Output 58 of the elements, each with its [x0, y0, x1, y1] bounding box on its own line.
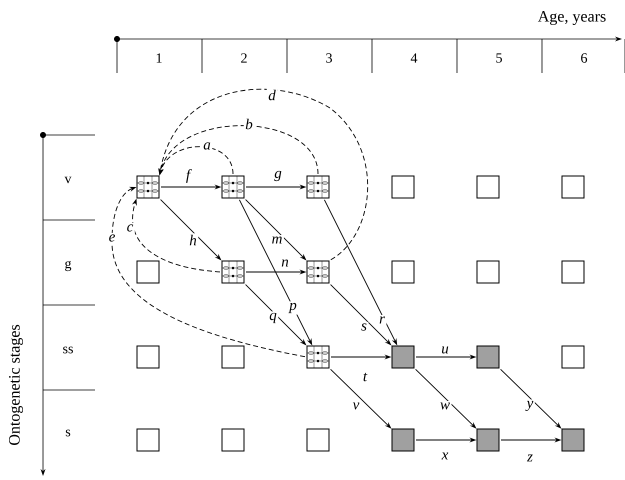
empty-box — [562, 346, 584, 368]
patterned-box — [306, 260, 330, 284]
tick-label: 6 — [581, 53, 588, 63]
empty-box — [392, 176, 414, 198]
edge-label: a — [202, 140, 212, 152]
empty-box — [562, 260, 584, 284]
tick-label: 3 — [326, 53, 332, 63]
empty-box — [476, 176, 500, 198]
empty-box — [136, 260, 160, 284]
edge-label: z — [526, 453, 534, 463]
edge-label: m — [270, 234, 284, 246]
edge-label: r — [378, 314, 386, 326]
patterned-box — [136, 176, 160, 198]
tick-label: 2 — [241, 53, 247, 63]
edge-label: w — [438, 400, 452, 411]
edge-label: t — [361, 371, 369, 383]
edge-label: y — [525, 399, 535, 413]
edge-label: b — [244, 117, 254, 131]
filled-box — [562, 428, 584, 452]
patterned-box — [222, 260, 244, 284]
edge-label: p — [288, 301, 298, 315]
empty-box — [562, 176, 584, 198]
axis-title: Ontogenetic stages — [9, 324, 24, 445]
axis-title: Age, years — [538, 11, 606, 25]
edge-label: u — [440, 344, 450, 356]
edge-label: e — [107, 232, 117, 244]
empty-box — [136, 428, 160, 452]
edge-label: g — [272, 169, 284, 183]
stage-label: s — [66, 430, 70, 436]
edge-label: q — [268, 311, 278, 325]
empty-box — [476, 260, 500, 284]
tick-label: 1 — [156, 53, 162, 63]
empty-box — [306, 428, 330, 452]
edge-label: n — [280, 258, 290, 268]
empty-box — [392, 260, 414, 284]
edge-label: s — [360, 322, 368, 332]
filled-box — [392, 428, 414, 452]
empty-box — [222, 428, 244, 452]
patterned-box — [222, 176, 244, 198]
patterned-box — [306, 176, 330, 198]
empty-box — [136, 346, 160, 368]
filled-box — [476, 428, 500, 452]
stage-label: v — [64, 176, 72, 184]
arrow — [112, 186, 306, 358]
stage-label: g — [65, 260, 72, 272]
edge-label: h — [188, 233, 198, 247]
tick-label: 5 — [496, 53, 502, 63]
edge-label: x — [440, 451, 450, 461]
stage-label: ss — [63, 346, 73, 354]
tick-label: 4 — [410, 53, 418, 63]
edge-label: d — [266, 88, 278, 102]
filled-box — [476, 346, 500, 368]
patterned-box — [306, 346, 330, 368]
edge-label: v — [351, 400, 361, 411]
edge-label: f — [184, 168, 192, 184]
empty-box — [222, 346, 244, 368]
filled-box — [392, 346, 414, 368]
edge-label: c — [125, 222, 135, 234]
